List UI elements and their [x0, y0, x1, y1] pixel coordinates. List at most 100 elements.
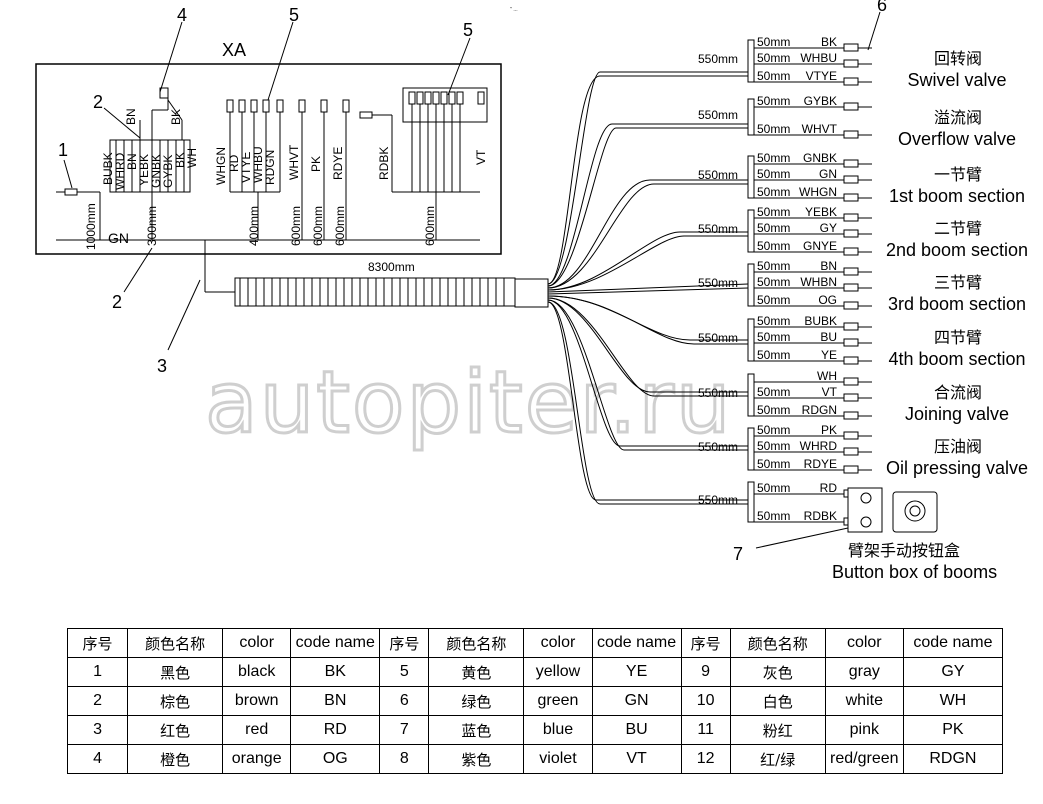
- button-box-en: Button box of booms: [832, 562, 997, 582]
- group-3-wire-2-code: GNYE: [803, 239, 837, 253]
- table-cell: 粉红: [729, 715, 826, 745]
- group-1-label-en: Overflow valve: [898, 129, 1016, 149]
- group-6-terminal-1: [843, 393, 859, 402]
- table-cell: 1: [66, 657, 129, 687]
- table-cell: code name: [290, 628, 381, 658]
- group-5-terminal-0: [843, 322, 859, 331]
- table-cell: 10: [680, 686, 731, 716]
- group-6-label-en: Joining valve: [905, 404, 1009, 424]
- table-cell: 棕色: [127, 686, 224, 716]
- table-cell: 3: [66, 715, 129, 745]
- table-cell: WH: [902, 686, 1004, 716]
- length-1000: 1000mm: [84, 203, 98, 250]
- wire-rd: RD: [227, 154, 241, 172]
- table-cell: 橙色: [127, 744, 224, 774]
- group-4-wire-2-code: OG: [818, 293, 837, 307]
- wire-bubk: BUBK: [101, 152, 115, 185]
- harness-plug: [514, 278, 549, 308]
- table-cell: brown: [222, 686, 292, 716]
- group-4-wire-1-length: 50mm: [757, 275, 790, 289]
- group-4-label-cn: 三节臂: [934, 273, 982, 292]
- group-3-label-cn: 二节臂: [934, 219, 982, 238]
- group-2-clamp: [747, 155, 755, 199]
- group-5-label-en: 4th boom section: [888, 349, 1025, 369]
- table-cell: 颜色名称: [729, 628, 826, 658]
- group-0-label-en: Swivel valve: [907, 70, 1006, 90]
- table-cell: 2: [66, 686, 129, 716]
- wire-vt: VT: [474, 149, 488, 165]
- wire-vtye: VTYE: [239, 152, 253, 183]
- table-cell: violet: [523, 744, 593, 774]
- group-2-label-en: 1st boom section: [889, 186, 1025, 206]
- watermark: autopiter.ru: [205, 353, 732, 453]
- group-6-terminal-0: [843, 377, 859, 386]
- group-3-wire-2-length: 50mm: [757, 239, 790, 253]
- group-4-terminal-2: [843, 301, 859, 310]
- group-5-wire-2-length: 50mm: [757, 348, 790, 362]
- table-cell: 蓝色: [428, 715, 525, 745]
- wiring-diagram: autopiter.ru ‘’ ... XA: [35, 0, 1028, 582]
- wire-whgn: WHGN: [214, 147, 228, 185]
- group-4-stub-length: 550mm: [698, 276, 738, 290]
- table-cell: VT: [591, 744, 682, 774]
- length-600-d: 600mm: [423, 206, 437, 246]
- group-7-terminal-0: [843, 431, 859, 440]
- group-5-terminal-1: [843, 338, 859, 347]
- group-0-wire-1-length: 50mm: [757, 51, 790, 65]
- table-cell: RD: [290, 715, 381, 745]
- group-7-stub-length: 550mm: [698, 440, 738, 454]
- group-7-terminal-2: [843, 465, 859, 474]
- group-6-wire-1-code: VT: [822, 385, 838, 399]
- group-0-terminal-1: [843, 59, 859, 68]
- table-cell: 5: [379, 657, 430, 687]
- table-cell: 序号: [379, 628, 430, 658]
- group-2-wire-1-length: 50mm: [757, 167, 790, 181]
- table-cell: OG: [290, 744, 381, 774]
- table-cell: 红色: [127, 715, 224, 745]
- length-600-b: 600mm: [311, 206, 325, 246]
- group-1-wire-0-length: 50mm: [757, 94, 790, 108]
- wire-wh: WH: [185, 148, 199, 168]
- table-cell: color: [222, 628, 292, 658]
- group-7-wire-1-length: 50mm: [757, 439, 790, 453]
- group-7-wire-0-code: PK: [821, 423, 837, 437]
- length-600-a: 600mm: [289, 206, 303, 246]
- group-2-wire-0-code: GNBK: [803, 151, 837, 165]
- group-7-wire-2-length: 50mm: [757, 457, 790, 471]
- group-0-stub-length: 550mm: [698, 52, 738, 66]
- table-cell: pink: [824, 715, 904, 745]
- callout-2b: 2: [112, 292, 122, 312]
- corrugated-harness: [234, 277, 516, 307]
- table-cell: 绿色: [428, 686, 525, 716]
- wire-pk: PK: [309, 156, 323, 172]
- table-cell: code name: [902, 628, 1004, 658]
- group-5-terminal-2: [843, 356, 859, 365]
- table-cell: 11: [680, 715, 731, 745]
- group-4-clamp: [747, 263, 755, 307]
- group-1-terminal-0: [843, 102, 859, 111]
- table-cell: 12: [680, 744, 731, 774]
- callout-2a: 2: [93, 92, 103, 112]
- table-cell: blue: [523, 715, 593, 745]
- group-2-wire-2-code: WHGN: [799, 185, 837, 199]
- group-3-terminal-2: [843, 247, 859, 256]
- table-cell: yellow: [523, 657, 593, 687]
- table-cell: orange: [222, 744, 292, 774]
- group-5-wire-0-length: 50mm: [757, 314, 790, 328]
- group-4-wire-0-length: 50mm: [757, 259, 790, 273]
- table-cell: white: [824, 686, 904, 716]
- table-cell: PK: [902, 715, 1004, 745]
- table-cell: green: [523, 686, 593, 716]
- group-6-wire-0-code: WH: [817, 369, 837, 383]
- group-5-label-cn: 四节臂: [934, 328, 982, 347]
- group-7-terminal-1: [843, 447, 859, 456]
- wire-rdgn: RDGN: [263, 150, 277, 185]
- group-3-terminal-1: [843, 229, 859, 238]
- group-3-clamp: [747, 209, 755, 253]
- table-cell: YE: [591, 657, 682, 687]
- table-cell: color: [523, 628, 593, 658]
- group-6-clamp: [747, 373, 755, 417]
